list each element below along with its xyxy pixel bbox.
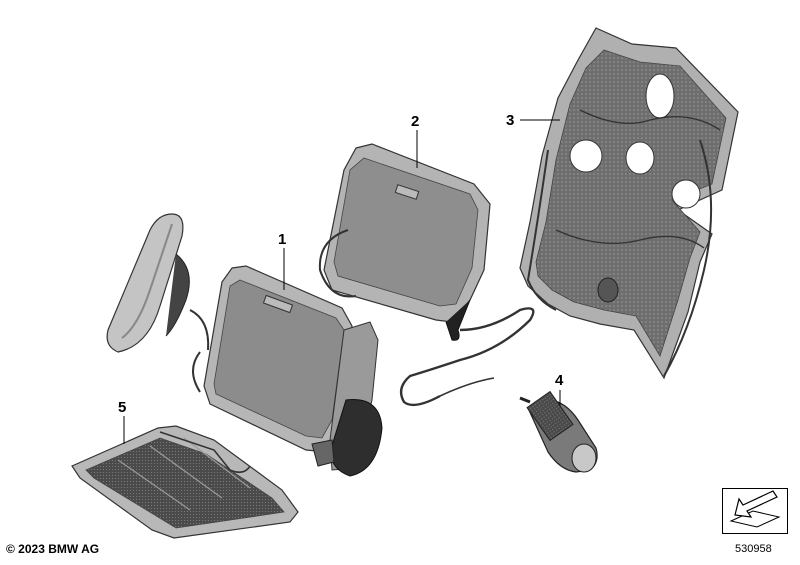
back-pad-part-2[interactable] [318,143,535,407]
callout-leaders [123,119,561,444]
view-direction-box[interactable] [722,488,788,534]
seat-cushion-part-5[interactable] [71,425,299,539]
callout-4[interactable]: 4 [555,372,564,389]
side-bolster[interactable] [106,213,210,353]
seat-frame-part-3[interactable] [519,27,739,380]
callout-5[interactable]: 5 [118,399,127,416]
motor-part-4[interactable] [519,390,598,473]
callout-2[interactable]: 2 [411,113,420,130]
callout-3[interactable]: 3 [506,112,515,129]
diagram-number: 530958 [735,543,772,555]
copyright-text: © 2023 BMW AG [6,542,100,556]
backrest-panel-part-1[interactable] [192,265,383,477]
callout-1[interactable]: 1 [278,231,287,248]
view-direction-arrow-icon [729,490,781,528]
